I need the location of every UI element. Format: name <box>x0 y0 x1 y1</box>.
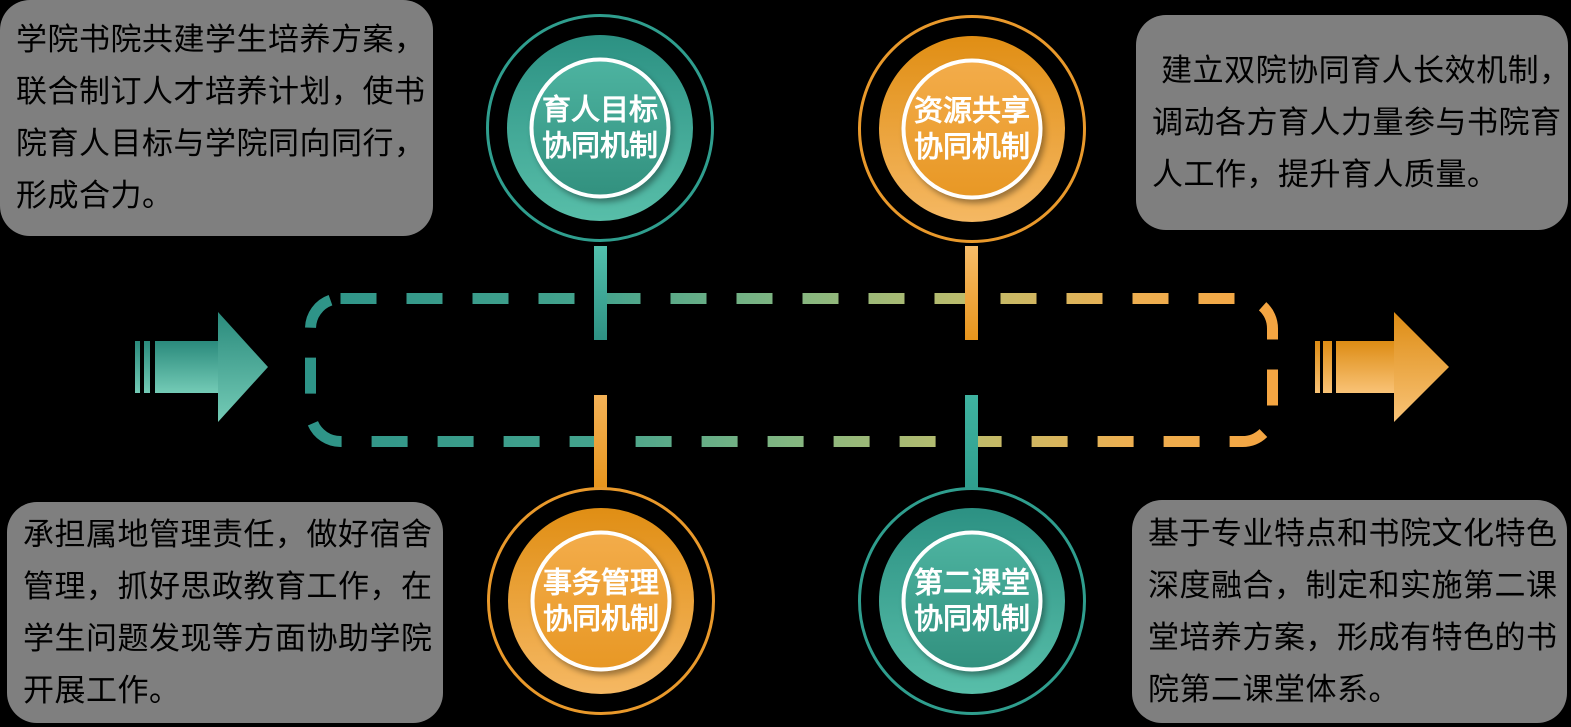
textbox-top-right: 建立双院协同育人长效机制， 调动各方育人力量参与书院育 人工作，提升育人质量。 <box>1136 15 1571 230</box>
node-goal-mechanism: 育人目标 协同机制 <box>486 14 714 242</box>
textbox-line: 院育人目标与学院同向同行， <box>16 126 426 161</box>
textbox-line: 形成合力。 <box>16 178 174 213</box>
textbox-line: 学生问题发现等方面协助学院 <box>23 620 433 656</box>
connector-bottom-right <box>965 395 978 490</box>
node-label-line1: 第二课堂 <box>913 567 1030 599</box>
node-label-circle: 资源共享 协同机制 <box>901 58 1043 200</box>
textbox-line: 人工作，提升育人质量。 <box>1152 156 1499 192</box>
node-label-line2: 协同机制 <box>913 131 1030 163</box>
node-label-circle: 第二课堂 协同机制 <box>901 530 1043 672</box>
textbox-line: 承担属地管理责任，做好宿舍 <box>23 516 433 552</box>
textbox-line: 院第二课堂体系。 <box>1148 671 1400 707</box>
connector-top-left <box>594 246 607 340</box>
node-outer-ring <box>858 15 1086 243</box>
textbox-line: 联合制订人才培养计划，使书 <box>16 74 426 109</box>
connector-bottom-left <box>594 395 607 490</box>
node-label-line2: 协同机制 <box>913 603 1030 635</box>
node-outer-ring <box>486 14 714 242</box>
dashed-loop-border <box>305 293 1278 447</box>
textbox-line: 堂培养方案，形成有特色的书 <box>1148 619 1558 655</box>
left-flow-arrow-icon <box>135 312 268 422</box>
textbox-line: 管理，抓好思政教育工作，在 <box>23 568 433 604</box>
node-outer-ring <box>487 487 715 715</box>
node-resource-sharing-mechanism: 资源共享 协同机制 <box>858 15 1086 243</box>
node-label-line1: 资源共享 <box>913 95 1030 127</box>
textbox-line: 深度融合，制定和实施第二课 <box>1148 567 1558 603</box>
node-label-line2: 协同机制 <box>541 130 658 162</box>
node-label-circle: 育人目标 协同机制 <box>529 57 671 199</box>
textbox-line: 建立双院协同育人长效机制， <box>1152 52 1571 88</box>
textbox-line: 调动各方育人力量参与书院育 <box>1152 104 1562 140</box>
node-label-line1: 育人目标 <box>541 94 658 126</box>
right-flow-arrow-icon <box>1315 312 1449 422</box>
textbox-line: 基于专业特点和书院文化特色 <box>1148 515 1558 551</box>
node-label-circle: 事务管理 协同机制 <box>530 530 672 672</box>
node-label-line2: 协同机制 <box>542 603 659 635</box>
connector-top-right <box>965 246 978 340</box>
textbox-top-left: 学院书院共建学生培养方案， 联合制订人才培养计划，使书 院育人目标与学院同向同行… <box>0 0 433 236</box>
node-label-line1: 事务管理 <box>542 567 659 599</box>
textbox-line: 学院书院共建学生培养方案， <box>16 22 426 57</box>
textbox-bottom-left: 承担属地管理责任，做好宿舍 管理，抓好思政教育工作，在 学生问题发现等方面协助学… <box>7 502 443 723</box>
node-outer-ring <box>858 487 1086 715</box>
textbox-bottom-right: 基于专业特点和书院文化特色 深度融合，制定和实施第二课 堂培养方案，形成有特色的… <box>1132 500 1567 723</box>
node-second-classroom-mechanism: 第二课堂 协同机制 <box>858 487 1086 715</box>
textbox-line: 开展工作。 <box>23 672 181 708</box>
node-affairs-management-mechanism: 事务管理 协同机制 <box>487 487 715 715</box>
